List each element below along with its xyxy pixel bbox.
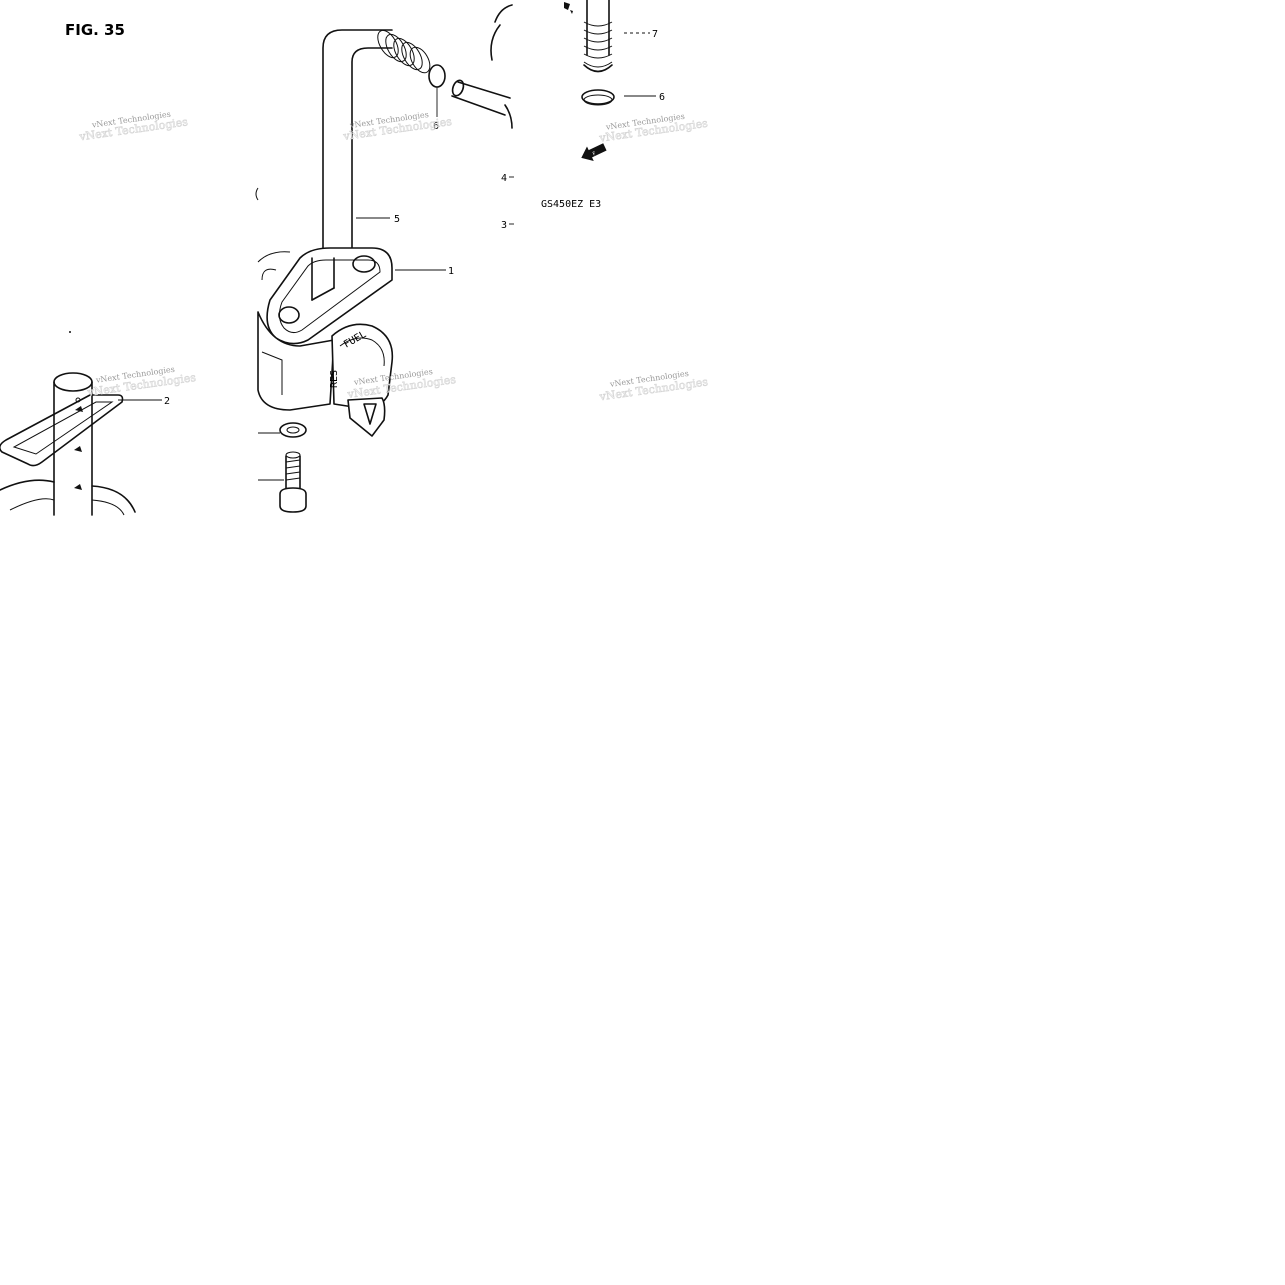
callout-1: 1	[448, 266, 454, 277]
tank-outlet-stub	[451, 4, 513, 129]
mounting-bolt	[258, 451, 307, 513]
model-code: GS450EZ E3	[541, 199, 601, 210]
callout-4: 4	[501, 173, 507, 184]
bracket-mark	[255, 187, 259, 201]
res-mark: RES	[329, 370, 340, 388]
callout-5: 5	[394, 214, 400, 225]
watermark-2: vNext Technologies vNext Technologies	[341, 110, 453, 143]
callout-3: 3	[501, 220, 507, 231]
strainer-part-2	[0, 372, 136, 516]
ink-dot	[69, 331, 71, 333]
svg-text:F: F	[592, 151, 597, 158]
callout-7: 7	[652, 29, 658, 40]
watermark-1: vNext Technologies vNext Technologies	[77, 110, 189, 144]
ribbed-hose	[377, 29, 431, 74]
fuel-pipe-part-5	[322, 29, 431, 256]
hose-clip-part-6-right	[581, 89, 656, 106]
fuel-cock-part-1	[257, 247, 394, 437]
callout-6-right: 6	[659, 92, 665, 103]
breather-hose-part-7	[564, 0, 650, 73]
callout-6-upper: 6	[433, 121, 439, 132]
watermark-3: vNext Technologies vNext Technologies	[597, 112, 709, 145]
watermark-4: vNext Technologies vNext Technologies	[85, 365, 197, 400]
callout-2: 2	[164, 396, 170, 407]
figure-title: FIG. 35	[65, 21, 125, 39]
washer	[258, 422, 307, 438]
hose-clip-part-6	[428, 64, 446, 117]
fwd-arrow-icon: F	[581, 143, 607, 161]
watermark-6: vNext Technologies vNext Technologies	[597, 369, 709, 404]
